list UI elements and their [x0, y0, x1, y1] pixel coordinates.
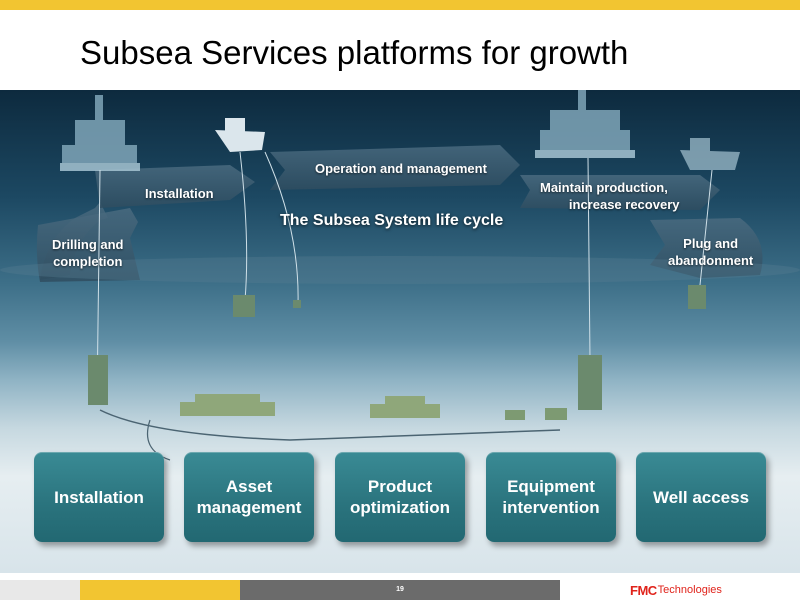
footer-bar-yellow	[80, 580, 240, 600]
service-product-optimization-button[interactable]: Product optimization	[335, 452, 465, 542]
suspended-module	[233, 295, 255, 317]
arrow-plug	[650, 218, 763, 278]
footer-bar-left	[0, 580, 80, 600]
plug-module	[688, 285, 706, 309]
drilling-rig	[60, 95, 140, 171]
footer-bar-gray	[240, 580, 560, 600]
lifecycle-label: The Subsea System life cycle	[280, 212, 504, 229]
service-equipment-intervention-button[interactable]: Equipment intervention	[486, 452, 616, 542]
installation-vessel	[215, 118, 265, 152]
production-platform	[535, 90, 635, 158]
subsea-scene: Drilling and completion Installation Ope…	[0, 90, 800, 573]
far-right-vessel	[680, 138, 740, 170]
stage-operation-management: Operation and management	[315, 161, 487, 176]
arrow-maintain	[520, 175, 720, 210]
arrow-installation	[95, 165, 255, 208]
service-well-access-button[interactable]: Well access	[636, 452, 766, 542]
right-intervention-stack	[578, 355, 602, 410]
stage-installation: Installation	[145, 186, 214, 201]
service-installation-button[interactable]: Installation	[34, 452, 164, 542]
subsea-illustration	[0, 90, 800, 461]
arrow-drilling	[36, 208, 140, 282]
stage-maintain-production: Maintain production, increase recovery	[540, 180, 680, 212]
arrow-operation	[270, 145, 520, 190]
fmc-logo: FMC Technologies	[630, 580, 722, 600]
page-number: 19	[396, 586, 404, 593]
service-asset-management-button[interactable]: Asset management	[184, 452, 314, 542]
slide-title: Subsea Services platforms for growth	[80, 34, 629, 71]
seabed-processing	[370, 396, 440, 418]
logo-suffix: Technologies	[657, 584, 722, 596]
stage-drilling-completion: Drilling and completion	[52, 237, 124, 269]
top-accent-bar	[0, 0, 800, 10]
seabed-manifold	[180, 394, 275, 416]
logo-brand: FMC	[630, 582, 657, 598]
left-wellhead	[88, 355, 108, 405]
stage-plug-abandonment: Plug and abandonment	[668, 236, 754, 268]
